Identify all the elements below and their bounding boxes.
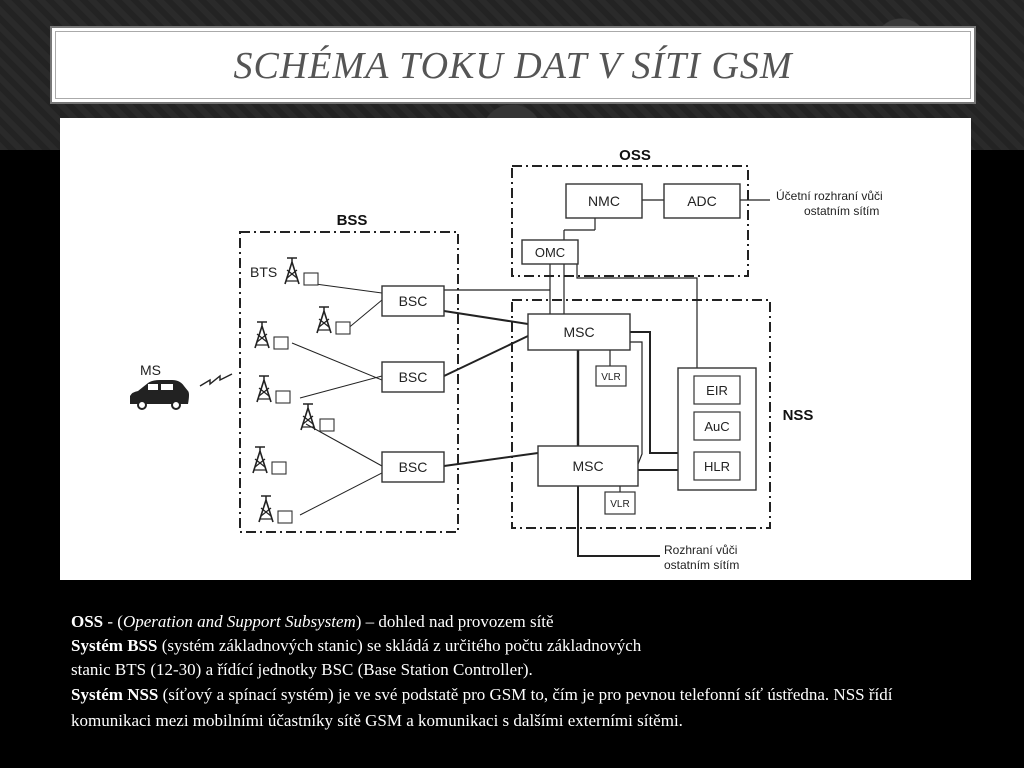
bss-term: Systém BSS [71, 636, 158, 655]
bts-antenna-icon [284, 257, 300, 285]
bts-box [275, 390, 291, 404]
oss-full-name: Operation and Support Subsystem [122, 612, 356, 631]
gsm-diagram: OSS BSS NSS [60, 118, 971, 580]
bts-antenna-icon [254, 321, 270, 349]
ms-label: MS [140, 362, 161, 378]
nss-group-frame [511, 299, 771, 529]
bts-box [335, 321, 351, 335]
omc-label: OMC [535, 245, 565, 260]
nss-interface-label-line2: ostatním sítím [664, 558, 739, 572]
msc-label-1: MSC [563, 324, 594, 340]
bts-box [319, 418, 335, 432]
bts-antenna-icon [316, 306, 332, 334]
bts-antenna-icon [256, 375, 272, 403]
auc-node [693, 411, 741, 441]
oss-group-frame [511, 165, 749, 277]
bsc-label-2: BSC [399, 369, 428, 385]
adc-node [663, 183, 741, 219]
nss-interface-label-line1: Rozhraní vůči [664, 543, 737, 557]
slide-title: SCHÉMA TOKU DAT V SÍTI GSM [233, 45, 793, 87]
mobile-station-car-icon [130, 380, 189, 410]
bsc-label-1: BSC [399, 293, 428, 309]
radio-link-icon [199, 373, 233, 387]
bts-antenna-icon [258, 495, 274, 523]
msc-node-2 [537, 445, 639, 487]
msc-node-1 [527, 313, 631, 351]
adc-interface-label-line2: ostatním sítím [804, 204, 879, 218]
bsc-node-2 [381, 361, 445, 393]
vlr-node-2 [604, 491, 636, 515]
hlr-label: HLR [704, 459, 730, 474]
bts-box [273, 336, 289, 350]
title-frame: SCHÉMA TOKU DAT V SÍTI GSM [50, 26, 976, 104]
bts-label: BTS [250, 264, 277, 280]
nss-term: Systém NSS [71, 685, 159, 704]
description-text: OSS - (Operation and Support Subsystem) … [71, 610, 951, 734]
bss-group-label: BSS [337, 212, 368, 229]
bts-box [271, 461, 287, 475]
nmc-label: NMC [588, 193, 620, 209]
eir-node [693, 375, 741, 405]
oss-term: OSS [71, 612, 104, 631]
omc-node [521, 239, 579, 265]
auc-label: AuC [704, 419, 729, 434]
bss-description-line2: stanic BTS (12-30) a řídící jednotky BSC… [71, 660, 533, 679]
bts-box [277, 510, 293, 524]
nss-description: Systém NSS (síťový a spínací systém) je … [71, 685, 893, 730]
msc-label-2: MSC [572, 458, 603, 474]
bss-group-frame [239, 231, 459, 533]
bsc-label-3: BSC [399, 459, 428, 475]
nss-group-label: NSS [783, 407, 814, 424]
vlr-label-2: VLR [610, 499, 629, 510]
vlr-label-1: VLR [601, 372, 620, 383]
bss-description: Systém BSS (systém základnových stanic) … [71, 636, 642, 655]
bts-antenna-icon [300, 403, 316, 431]
hlr-node [693, 451, 741, 481]
bts-antenna-icon [252, 446, 268, 474]
vlr-node-1 [595, 365, 627, 387]
adc-interface-label-line1: Účetní rozhraní vůči [776, 188, 883, 203]
oss-description: OSS - (Operation and Support Subsystem) … [71, 612, 554, 631]
bsc-node-3 [381, 451, 445, 483]
nmc-node [565, 183, 643, 219]
oss-group-label: OSS [619, 147, 651, 164]
eir-label: EIR [706, 383, 728, 398]
bsc-node-1 [381, 285, 445, 317]
bts-box [303, 272, 319, 286]
adc-label: ADC [687, 193, 717, 209]
